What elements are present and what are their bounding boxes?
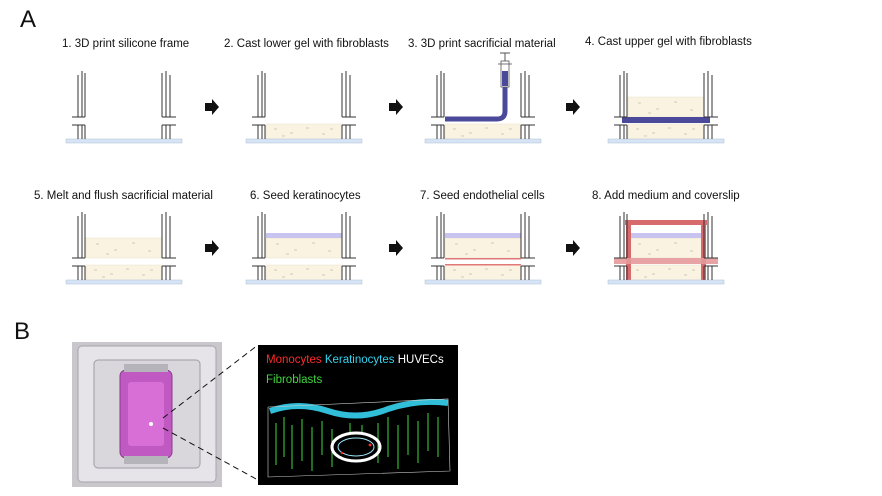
arrow-7-8	[566, 240, 580, 256]
step-title-4: 4. Cast upper gel with fibroblasts	[585, 36, 752, 48]
step2-frame	[245, 70, 363, 144]
panel-label-a: A	[20, 6, 37, 33]
step5-frame	[65, 211, 183, 285]
legend-huvecs: HUVECs	[397, 354, 444, 366]
step-title-5: 5. Melt and flush sacrificial material	[34, 190, 213, 202]
step8-frame	[607, 211, 725, 285]
arrow-6-7	[389, 240, 403, 256]
step-title-7: 7. Seed endothelial cells	[420, 190, 545, 202]
step6-frame	[245, 211, 363, 285]
device-photo	[72, 342, 222, 487]
step-title-8: 8. Add medium and coverslip	[592, 190, 740, 202]
step-title-1: 1. 3D print silicone frame	[62, 38, 190, 50]
step1-frame	[65, 70, 183, 144]
step3-frame	[424, 52, 542, 144]
arrow-1-2	[205, 99, 219, 115]
arrow-3-4	[566, 99, 580, 115]
panel-label-b: B	[14, 318, 31, 345]
legend-fibroblasts: Fibroblasts	[266, 374, 323, 386]
step4-frame	[607, 70, 725, 144]
step-title-6: 6. Seed keratinocytes	[250, 190, 361, 202]
fluorescence-image	[258, 345, 458, 485]
schematic-diagram	[65, 52, 725, 285]
step-title-2: 2. Cast lower gel with fibroblasts	[224, 38, 389, 50]
arrow-2-3	[389, 99, 403, 115]
step7-frame	[424, 211, 542, 285]
legend-keratinocytes: Keratinocytes	[324, 354, 395, 366]
legend-monocytes: Monocytes	[266, 354, 322, 366]
arrow-5-6	[205, 240, 219, 256]
step-title-3: 3. 3D print sacrificial material	[408, 38, 556, 50]
